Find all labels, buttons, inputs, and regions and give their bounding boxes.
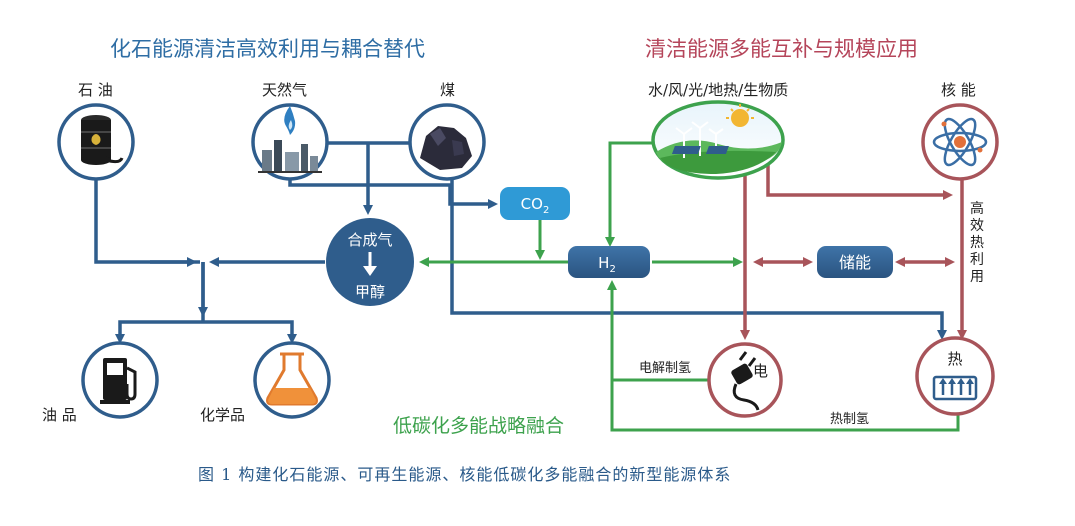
syngas-methanol-node: 合成气 甲醇 [326, 218, 414, 306]
h2-subscript: 2 [609, 264, 615, 275]
label-fuel: 油 品 [42, 406, 77, 424]
svg-text:H2: H2 [598, 254, 616, 275]
down-arrow-icon [363, 266, 377, 276]
label-heat-use: 高效热利用 [970, 200, 984, 285]
heat-use-char: 利 [970, 252, 984, 268]
electricity-node: 电 [707, 342, 783, 418]
label-chemicals: 化学品 [200, 406, 245, 424]
fuel-pump-icon [81, 341, 159, 419]
svg-text:CO2: CO2 [521, 195, 550, 216]
label-thermal-h2: 热制氢 [830, 412, 869, 427]
heat-use-char: 用 [970, 269, 984, 285]
label-coal: 煤 [440, 81, 455, 99]
co2-node: CO2 [500, 187, 570, 220]
natural-gas-icon [251, 103, 329, 181]
heat-use-char: 效 [970, 218, 984, 234]
label-renewables: 水/风/光/地热/生物质 [648, 81, 788, 99]
heat-radiator-icon [932, 375, 978, 401]
h2-node: H2 [568, 246, 650, 278]
electricity-label: 电 [753, 362, 768, 380]
methanol-label: 甲醇 [355, 283, 385, 301]
heat-node: 热 [915, 336, 995, 416]
heat-use-char: 高 [970, 200, 984, 217]
h2-label: H [598, 254, 609, 272]
storage-label: 储能 [839, 253, 871, 272]
clean-flows [740, 162, 967, 340]
coal-icon [408, 103, 486, 181]
figure-caption: 图 1 构建化石能源、可再生能源、核能低碳化多能融合的新型能源体系 [198, 465, 731, 484]
fusion-flows [419, 141, 960, 432]
chemical-flask-icon [253, 341, 331, 419]
label-electrolysis: 电解制氢 [639, 361, 691, 376]
heading-clean: 清洁能源多能互补与规模应用 [645, 37, 918, 61]
label-gas: 天然气 [262, 81, 307, 99]
nuclear-atom-icon [921, 103, 999, 181]
plug-icon [731, 351, 760, 411]
fossil-flows [94, 141, 947, 344]
co2-label: CO [521, 195, 543, 213]
heat-label: 热 [947, 350, 962, 368]
heading-fossil: 化石能源清洁高效利用与耦合替代 [110, 37, 425, 61]
heading-fusion: 低碳化多能战略融合 [393, 415, 564, 437]
label-oil: 石 油 [78, 81, 113, 99]
storage-node: 储能 [817, 246, 893, 278]
co2-subscript: 2 [543, 205, 549, 216]
renewables-icon [651, 100, 785, 180]
label-nuclear: 核 能 [941, 81, 976, 99]
syngas-label: 合成气 [347, 231, 392, 249]
heat-use-char: 热 [970, 235, 984, 251]
oil-barrel-icon [57, 103, 135, 181]
